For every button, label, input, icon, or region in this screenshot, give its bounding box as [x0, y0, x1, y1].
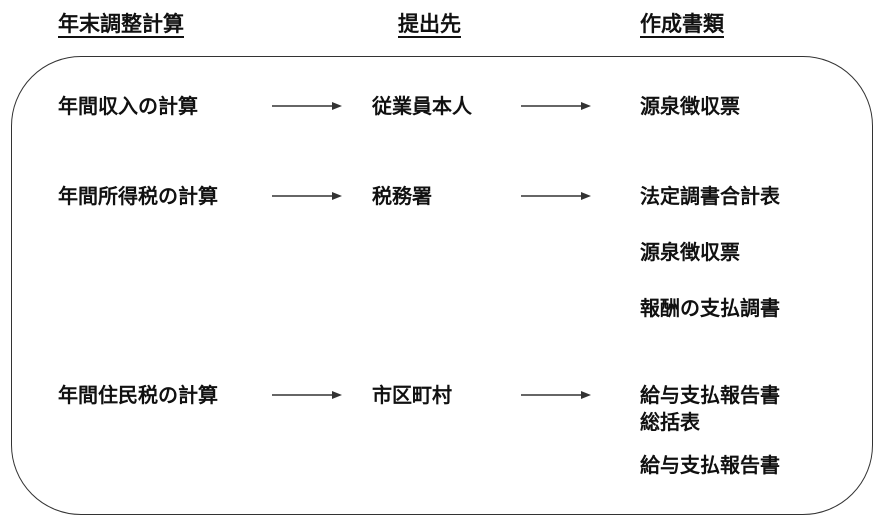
submit-municipality: 市区町村 [372, 383, 452, 407]
calc-annual-income: 年間収入の計算 [58, 94, 198, 118]
submit-employee: 従業員本人 [372, 94, 472, 118]
calc-annual-income-tax: 年間所得税の計算 [58, 184, 218, 208]
header-documents: 作成書類 [640, 12, 724, 36]
doc-salary-report-1: 給与支払報告書 [640, 383, 780, 407]
header-submit-to: 提出先 [398, 12, 461, 36]
doc-salary-report-2: 給与支払報告書 [640, 453, 780, 477]
doc-withholding-slip-1: 源泉徴収票 [640, 94, 740, 118]
header-calculation: 年末調整計算 [58, 12, 184, 36]
arrow-calc-to-submit-2 [272, 190, 342, 202]
diagram-frame [11, 56, 873, 515]
doc-summary-table: 総括表 [640, 410, 700, 434]
doc-withholding-slip-2: 源泉徴収票 [640, 240, 740, 264]
arrow-calc-to-submit-1 [272, 100, 342, 112]
arrow-submit-to-doc-3 [521, 389, 591, 401]
arrow-calc-to-submit-3 [272, 389, 342, 401]
arrow-submit-to-doc-2 [521, 190, 591, 202]
calc-annual-resident-tax: 年間住民税の計算 [58, 383, 218, 407]
doc-statutory-summary: 法定調書合計表 [640, 184, 780, 208]
doc-payment-record: 報酬の支払調書 [640, 296, 780, 320]
arrow-submit-to-doc-1 [521, 100, 591, 112]
submit-tax-office: 税務署 [372, 184, 432, 208]
